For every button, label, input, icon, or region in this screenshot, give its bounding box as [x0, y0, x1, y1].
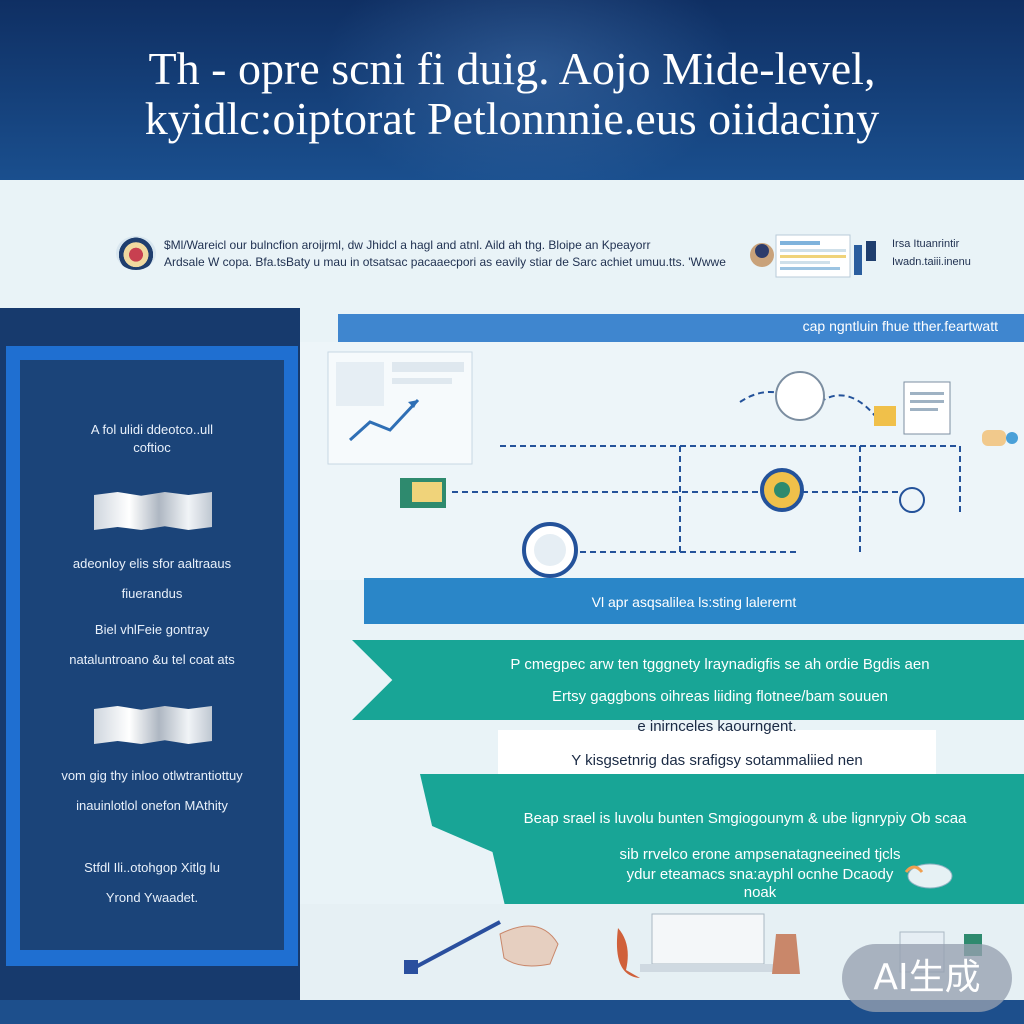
sidebar-block-2-line-2: inauinlotlol onefon MAthity	[76, 798, 228, 813]
node-circle-icon	[899, 487, 925, 513]
intro-side-line-2: Iwadn.taiii.inenu	[892, 256, 971, 268]
cup-icon	[904, 863, 953, 889]
sidebar-block-1-line-1: adeonloy elis sfor aaltraaus	[72, 556, 232, 571]
sidebar-block-3-line-1: Stfdl Ili..otohgop Xitlg lu	[84, 860, 220, 875]
glove-icon	[616, 928, 640, 978]
title-line-1: Th - opre scni fi duig. Aojo Mide-level,	[148, 43, 876, 94]
dashboard-thumbnail	[750, 234, 876, 278]
flow-title: cap ngntluin fhue tther.feartwatt	[802, 318, 998, 334]
chart-window-icon	[327, 351, 473, 465]
ai-generated-badge: AI生成	[842, 944, 1012, 1012]
content-line-3: e inirnceles kaourngent.	[637, 718, 797, 735]
content-line-4: Y kisgsetnrig das srafigsy sotammaliied …	[571, 752, 863, 769]
document-icon	[874, 381, 951, 435]
content-line-5: Beap srael is luvolu bunten Smgiogounym …	[523, 810, 967, 827]
info-banner-text: Vl apr asqsalilea ls:sting lalerernt	[591, 594, 797, 610]
sidebar-panel	[20, 360, 284, 950]
process-flow-diagram	[327, 351, 1018, 578]
intro-text-line-2: Ardsale W copa. Bfa.tsBaty u mau in otsa…	[164, 255, 726, 269]
sidebar-block-3-line-2: Yrond Ywaadet.	[105, 890, 199, 905]
sidebar-block-1-line-3: Biel vhlFeie gontray	[94, 622, 210, 637]
hand-icon	[499, 925, 559, 967]
info-banner	[364, 578, 1024, 624]
intro-text-line-1: $Ml/Wareicl our bulncfion aroijrml, dw J…	[164, 238, 651, 252]
sidebar-block-2-line-1: vom gig thy inloo otlwtrantiottuy	[61, 768, 243, 783]
title-line-2: kyidlc:oiptorat Petlonnnie.eus oiidaciny	[144, 93, 880, 144]
content-line-1: P cmegpec arw ten tgggnety lraynadigfis …	[510, 656, 930, 673]
intro-strip	[0, 180, 1024, 308]
content-line-8: noak	[743, 884, 777, 901]
content-line-7: ydur eteamacs sna:ayphl ocnhe Dcaody	[626, 866, 894, 883]
laptop-icon	[640, 913, 776, 972]
ribbon-icon	[94, 706, 212, 744]
flow-title-bar	[338, 314, 1024, 342]
sidebar-block-1-line-2: fiuerandus	[121, 586, 183, 601]
green-ribbon-1	[352, 640, 1024, 720]
globe-icon	[116, 236, 156, 270]
pen-icon	[404, 920, 501, 974]
sidebar-heading-line-2: coftioc	[133, 440, 171, 455]
lens-icon	[775, 371, 825, 421]
content-line-2: Ertsy gaggbons oihreas liiding flotnee/b…	[551, 688, 889, 705]
folder-icon	[400, 478, 446, 508]
intro-side-line-1: Irsa Ituanrintir	[892, 238, 960, 250]
gear-badge-icon	[760, 468, 804, 512]
sidebar-block-1-line-4: nataluntroano &u tel coat ats	[69, 652, 235, 667]
header-banner: Th - opre scni fi duig. Aojo Mide-level,…	[0, 0, 1024, 180]
sidebar-heading-line-1: A fol ulidi ddeotco..ull	[90, 422, 214, 437]
ribbon-icon	[94, 492, 212, 530]
clock-icon	[522, 522, 578, 578]
bottle-icon	[982, 430, 1018, 446]
header-glow	[320, 0, 740, 180]
content-line-6: sib rrvelco erone ampsenatagneeined tjcl…	[619, 846, 901, 863]
bag-icon	[772, 934, 800, 974]
